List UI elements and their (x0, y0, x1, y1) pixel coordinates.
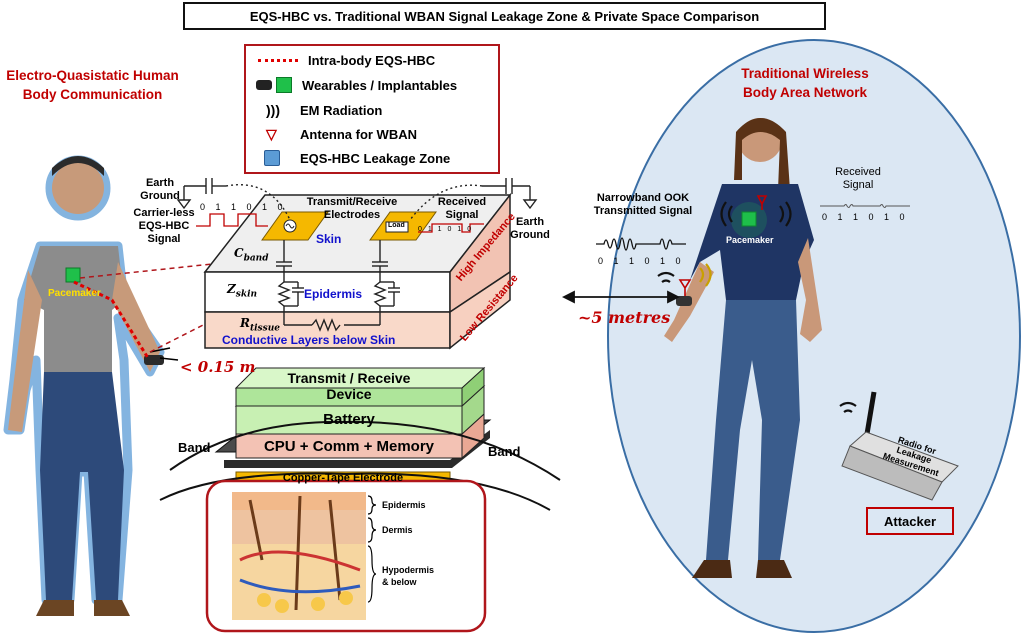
epidermis-layer-label: Epidermis (382, 500, 426, 510)
cpu-label: CPU + Comm + Memory (263, 438, 435, 455)
legend-item-wearables: Wearables / Implantables (256, 75, 457, 95)
rx-bit-sequence-right: 0 1 1 0 1 0 (822, 212, 909, 222)
left-heading-line1: Electro-Quasistatic Human (6, 68, 179, 83)
legend: Intra-body EQS-HBC Wearables / Implantab… (244, 44, 500, 174)
band-left-label: Band (178, 440, 211, 455)
hypodermis-layer-label: Hypodermis & below (382, 565, 435, 587)
legend-item-leakage-zone: EQS-HBC Leakage Zone (264, 148, 450, 168)
skin-label: Skin (316, 232, 342, 246)
pacemaker-left-label: Pacemaker (48, 288, 101, 299)
r-tissue-label: Rtissue (240, 316, 280, 334)
load-label: Load (388, 222, 405, 229)
intra-body-path (73, 280, 150, 359)
carrier-less-signal-label: Carrier-less EQS-HBC Signal (133, 207, 195, 245)
narrowband-label: Narrowband OOK Transmitted Signal (593, 192, 693, 217)
left-bit-sequence: 0 1 1 0 1 0 (200, 202, 287, 212)
tx-rx-electrodes-label: Transmit/Receive Electrodes (306, 196, 398, 221)
received-signal-right-label: Received Signal (835, 166, 881, 191)
left-heading: Electro-Quasistatic Human Body Communica… (0, 66, 185, 104)
right-heading-line1: Traditional Wireless (741, 66, 869, 81)
diagram-title: EQS-HBC vs. Traditional WBAN Signal Leak… (183, 2, 826, 30)
right-heading-line2: Body Area Network (742, 85, 868, 100)
rx-bit-sequence: 0 1 1 0 1 0 (418, 226, 474, 233)
antenna-icon: ▽ (266, 125, 277, 142)
attacker-label: Attacker (866, 507, 954, 535)
battery-label: Battery (323, 411, 375, 428)
z-skin-label: Zskin (227, 282, 258, 300)
c-band-label: Cband (234, 246, 269, 264)
epidermis-cross-label: Epidermis (304, 287, 363, 301)
device-tx-rx-label: Transmit / Receive Device (287, 370, 411, 402)
wifi-icon: ))) (266, 102, 280, 118)
right-heading: Traditional Wireless Body Area Network (705, 64, 905, 102)
wban-distance-label: ~5 metres (578, 308, 671, 327)
legend-item-eqs-hbc: Intra-body EQS-HBC (258, 50, 435, 70)
short-distance-label: < 0.15 m (180, 358, 256, 376)
earth-ground-left-label: Earth Ground (140, 177, 180, 202)
pacemaker-right-label: Pacemaker (726, 235, 774, 245)
red-dotted-line-icon (258, 58, 298, 62)
dermis-layer-label: Dermis (382, 525, 413, 535)
em-radiation-icons (657, 201, 857, 413)
left-heading-line2: Body Communication (22, 87, 163, 102)
leakage-zone-swatch-icon (264, 150, 280, 166)
legend-item-antenna: ▽ Antenna for WBAN (266, 125, 417, 142)
leakage-radio-device (841, 391, 959, 501)
band-right-label: Band (488, 444, 521, 459)
wearable-device-icon (256, 80, 272, 90)
tissue-cross-section (203, 192, 512, 350)
copper-electrode-label: Copper-Tape Electrode (282, 472, 404, 484)
legend-item-em-radiation: ))) EM Radiation (266, 102, 383, 118)
skin-tissue-illustration (232, 492, 366, 620)
left-human-figure (3, 155, 165, 616)
tx-bit-sequence-right: 0 1 1 0 1 0 (598, 256, 685, 266)
conductive-layers-label: Conductive Layers below Skin (222, 333, 396, 347)
received-signal-cross-label: Received Signal (437, 196, 487, 221)
implantable-icon (276, 77, 292, 93)
earth-ground-right-label: Earth Ground (510, 216, 550, 241)
